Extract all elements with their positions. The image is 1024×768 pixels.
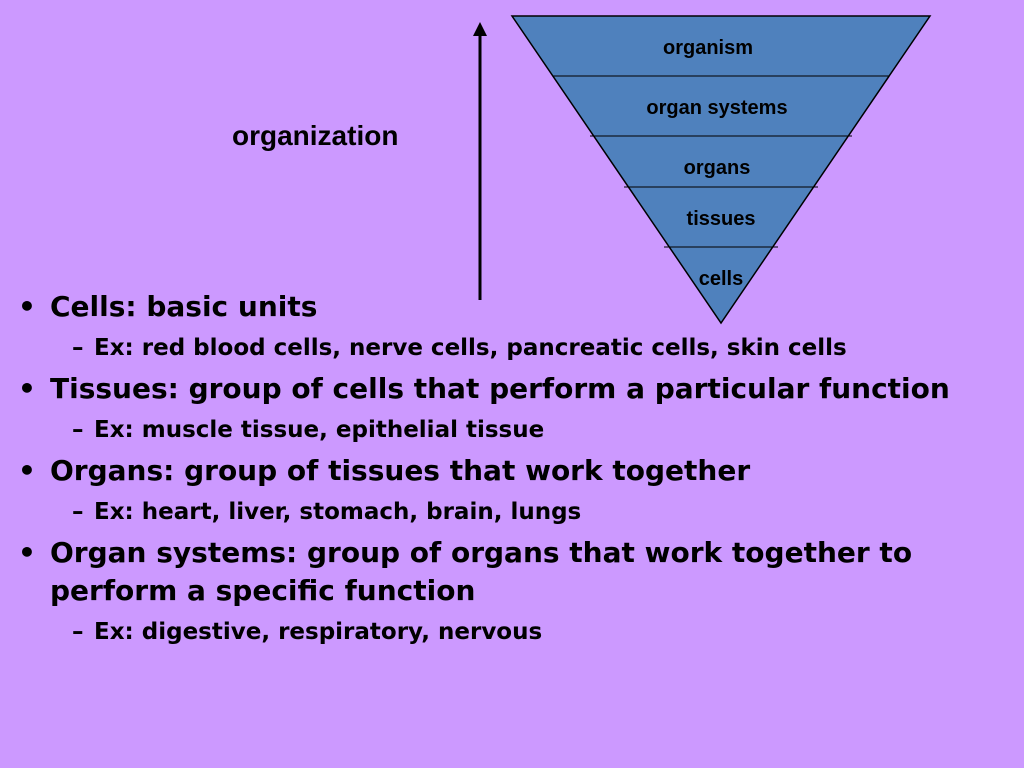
bullet-item: • Cells: basic units [16, 288, 1006, 326]
sub-bullet-item: – Ex: digestive, respiratory, nervous [16, 616, 1006, 648]
dash-marker: – [72, 417, 84, 443]
bullet-marker: • [18, 454, 36, 487]
bullet-text: Cells: basic units [50, 290, 318, 323]
up-arrow-icon [473, 22, 487, 300]
dash-marker: – [72, 335, 84, 361]
bullet-item: • Tissues: group of cells that perform a… [16, 370, 1006, 408]
bullet-marker: • [18, 290, 36, 323]
bullet-item: • Organ systems: group of organs that wo… [16, 534, 1006, 610]
dash-marker: – [72, 499, 84, 525]
level-label-tissues: tissues [687, 208, 756, 230]
organization-label: organization [232, 120, 399, 151]
bullet-marker: • [18, 536, 36, 569]
sub-bullet-text: Ex: heart, liver, stomach, brain, lungs [94, 499, 582, 525]
bullet-text: Tissues: group of cells that perform a p… [50, 372, 950, 405]
sub-bullet-item: – Ex: red blood cells, nerve cells, panc… [16, 332, 1006, 364]
level-label-cells: cells [699, 268, 743, 290]
hierarchy-pyramid: organism organ systems organs tissues ce… [510, 15, 932, 325]
dash-marker: – [72, 619, 84, 645]
bullet-text: Organ systems: group of organs that work… [50, 536, 913, 607]
bullet-marker: • [18, 372, 36, 405]
level-label-organ-systems: organ systems [646, 97, 787, 119]
sub-bullet-text: Ex: digestive, respiratory, nervous [94, 619, 543, 645]
level-label-organs: organs [684, 157, 751, 179]
bullet-list: • Cells: basic units – Ex: red blood cel… [16, 282, 1006, 650]
pyramid-triangle [510, 15, 932, 325]
bullet-text: Organs: group of tissues that work toget… [50, 454, 751, 487]
sub-bullet-text: Ex: muscle tissue, epithelial tissue [94, 417, 545, 443]
bullet-item: • Organs: group of tissues that work tog… [16, 452, 1006, 490]
level-label-organism: organism [663, 37, 753, 59]
sub-bullet-text: Ex: red blood cells, nerve cells, pancre… [94, 335, 847, 361]
sub-bullet-item: – Ex: heart, liver, stomach, brain, lung… [16, 496, 1006, 528]
sub-bullet-item: – Ex: muscle tissue, epithelial tissue [16, 414, 1006, 446]
